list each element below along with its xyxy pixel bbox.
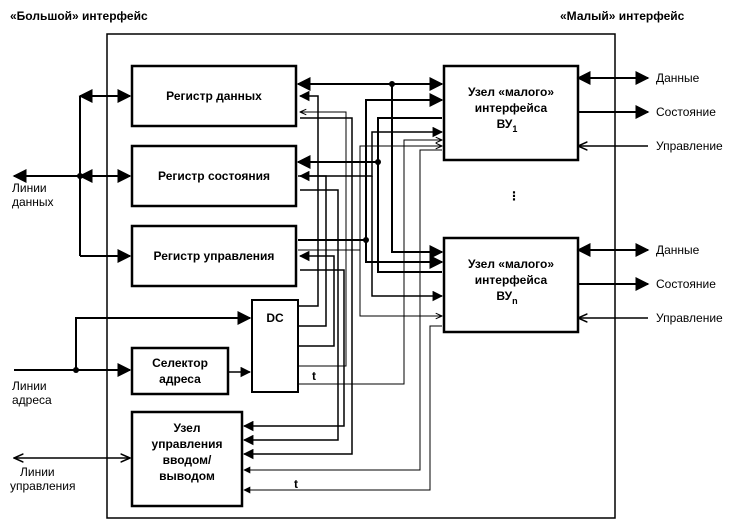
devn-status-label: Состояние [656,277,716,291]
ctrl-reg-to-dev1 [298,93,444,241]
status-reg-junction [375,159,381,165]
status-register-label: Регистр состояния [158,169,270,183]
io-ctrl-to-devn [243,325,442,494]
device-node-1-line-2: интерфейса [475,101,548,115]
io-control-label-4: выводом [159,469,215,483]
ctrl-feed-dev1 [298,146,442,251]
device-node-1-line-1: Узел «малого» [468,85,554,99]
io-control-box [130,410,244,508]
devn-to-status-reg [377,162,442,273]
dc-select-status-reg [298,170,327,327]
control-register-box [130,224,298,288]
ctrl-reg-to-devn [365,240,444,269]
devn-control-label: Управление [656,311,723,325]
io-control-label-2: управления [152,437,223,451]
dc-select-data-reg [298,90,319,307]
data-lines-label-2: данных [12,195,54,209]
status-feed-dev1 [298,126,444,177]
dev1-data-label: Данные [656,71,700,85]
status-register-box [130,144,298,208]
device-node-n-line-1: Узел «малого» [468,257,554,271]
dc-select-ctrl-reg [298,250,335,347]
io-control-label-3: вводом/ [163,453,212,467]
ctrl-reg-junction [363,237,369,243]
data-reg-junction [389,81,395,87]
device-node-n-name: ВУn [496,289,517,306]
control-lines-label-1: Линии [20,465,55,479]
data-lines-label-1: Линии [12,181,47,195]
address-lines-label-1: Линии [12,379,47,393]
address-selector-label-2: адреса [159,372,201,386]
t-mark-2: t [294,477,298,491]
address-lines-label-2: адреса [12,393,52,407]
device-node-n-line-2: интерфейса [475,273,548,287]
big-interface-label: «Большой» интерфейс [10,9,148,23]
controller-frame [106,33,616,519]
io-ctrl-to-ctrl-reg [242,269,345,432]
data-register-box [130,64,298,128]
dev1-status-label: Состояние [656,105,716,119]
control-register-label: Регистр управления [154,249,275,263]
device-node-1-name: ВУ1 [497,117,518,134]
ctrl-feed-devn [359,250,442,316]
data-register-label: Регистр данных [166,89,262,103]
dev1-to-status-reg [296,117,442,169]
io-ctrl-to-status-reg [242,189,339,446]
io-ctrl-to-dev1 [243,149,442,474]
small-interface-label: «Малый» интерфейс [560,9,685,23]
io-ctrl-to-data-reg [242,117,353,460]
io-control-label-1: Узел [174,421,201,435]
devn-data-label: Данные [656,243,700,257]
device-ellipsis: ⋮ [508,189,520,203]
dc-to-dev1-select [298,140,442,385]
address-bus-to-decoder [75,311,252,370]
control-lines-label-2: управления [10,479,75,493]
address-selector-box [130,346,230,396]
decoder-label: DC [266,311,284,325]
data-reg-to-devn [391,84,444,259]
address-selector-label-1: Селектор [152,356,208,370]
dc-select-aux [298,112,347,367]
status-feed-devn [371,176,444,302]
dev1-control-label: Управление [656,139,723,153]
t-mark-1: t [312,369,316,383]
